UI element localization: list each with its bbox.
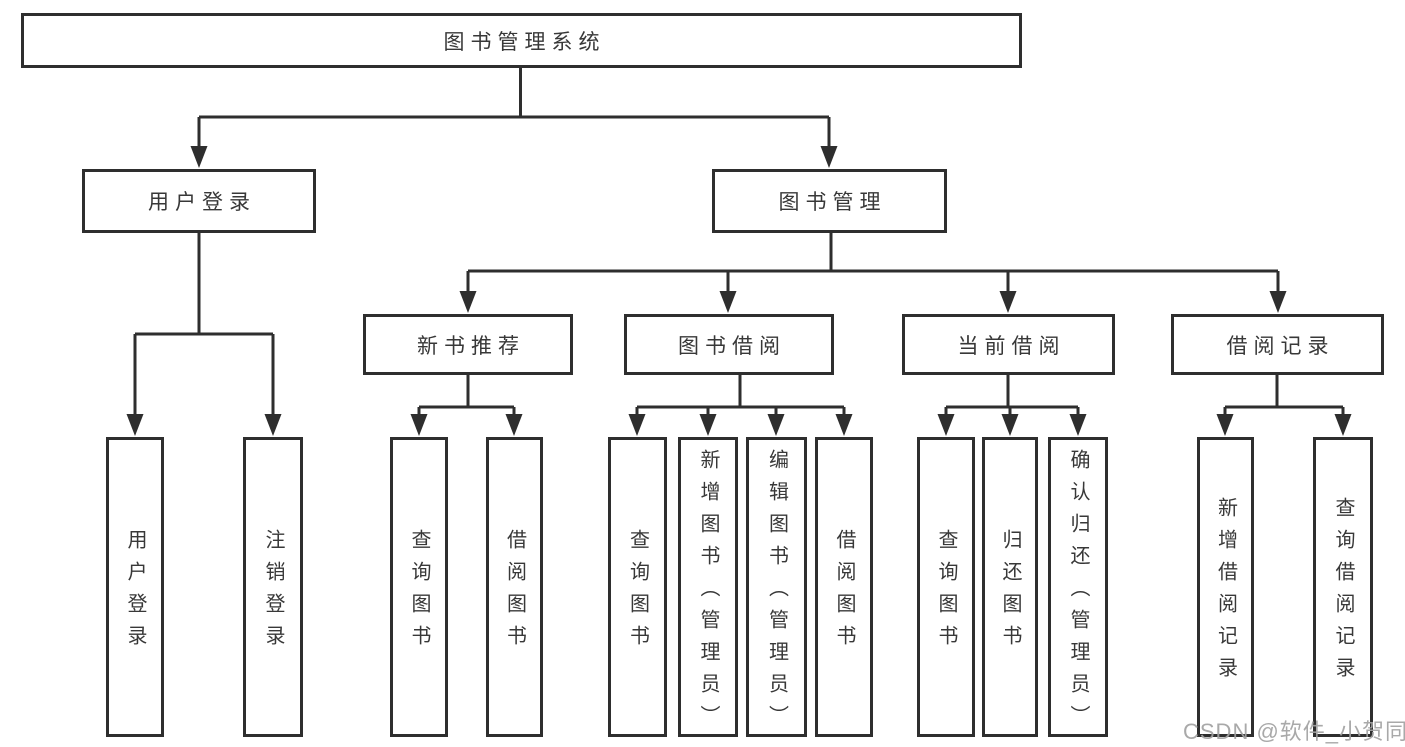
node-borrowing-records: 借阅记录: [1171, 314, 1384, 375]
node-leaf-query-books-1: 查询图书: [390, 437, 448, 737]
node-leaf-borrow-books-1: 借阅图书: [486, 437, 543, 737]
node-leaf-confirm-return-admin: 确认归还（管理员）: [1048, 437, 1108, 737]
node-label: 借阅记录: [1226, 334, 1335, 358]
node-label: 图书管理: [778, 191, 887, 214]
node-label: 当前借阅: [957, 334, 1066, 358]
node-leaf-query-books-2: 查询图书: [608, 437, 667, 737]
node-label: 借阅图书: [503, 529, 526, 657]
node-leaf-add-borrow-record: 新增借阅记录: [1197, 437, 1254, 737]
node-label: 借阅图书: [833, 529, 855, 657]
node-label: 用户登录: [148, 191, 256, 214]
node-leaf-query-books-3: 查询图书: [917, 437, 975, 737]
node-label: 查询图书: [626, 529, 649, 657]
node-system-root: 图书管理系统: [21, 13, 1022, 68]
node-leaf-borrow-books-2: 借阅图书: [815, 437, 873, 737]
node-label: 新增借阅记录: [1214, 497, 1237, 689]
node-leaf-return-books: 归还图书: [982, 437, 1038, 737]
node-label: 查询图书: [408, 529, 430, 657]
node-leaf-user-login: 用户登录: [106, 437, 164, 737]
node-book-management: 图书管理: [712, 169, 947, 233]
node-label: 图书管理系统: [443, 30, 606, 54]
node-label: 图书借阅: [678, 334, 786, 358]
node-label: 新书推荐: [417, 334, 525, 358]
node-current-borrowing: 当前借阅: [902, 314, 1115, 375]
watermark: CSDN @软件_小贺同学: [1183, 719, 1405, 744]
node-leaf-logout: 注销登录: [243, 437, 303, 737]
node-label: 编辑图书（管理员）: [765, 449, 788, 737]
node-label: 用户登录: [124, 529, 146, 657]
node-new-book-recommend: 新书推荐: [363, 314, 573, 375]
node-label: 查询图书: [935, 529, 957, 657]
node-leaf-query-borrow-record: 查询借阅记录: [1313, 437, 1373, 737]
node-label: 确认归还（管理员）: [1067, 449, 1089, 737]
node-leaf-add-books-admin: 新增图书（管理员）: [678, 437, 738, 737]
node-book-borrowing: 图书借阅: [624, 314, 834, 375]
node-label: 新增图书（管理员）: [697, 449, 719, 737]
node-user-login: 用户登录: [82, 169, 316, 233]
node-label: 归还图书: [999, 529, 1021, 657]
node-label: 查询借阅记录: [1332, 497, 1354, 689]
node-label: 注销登录: [262, 529, 284, 657]
node-leaf-edit-books-admin: 编辑图书（管理员）: [746, 437, 807, 737]
